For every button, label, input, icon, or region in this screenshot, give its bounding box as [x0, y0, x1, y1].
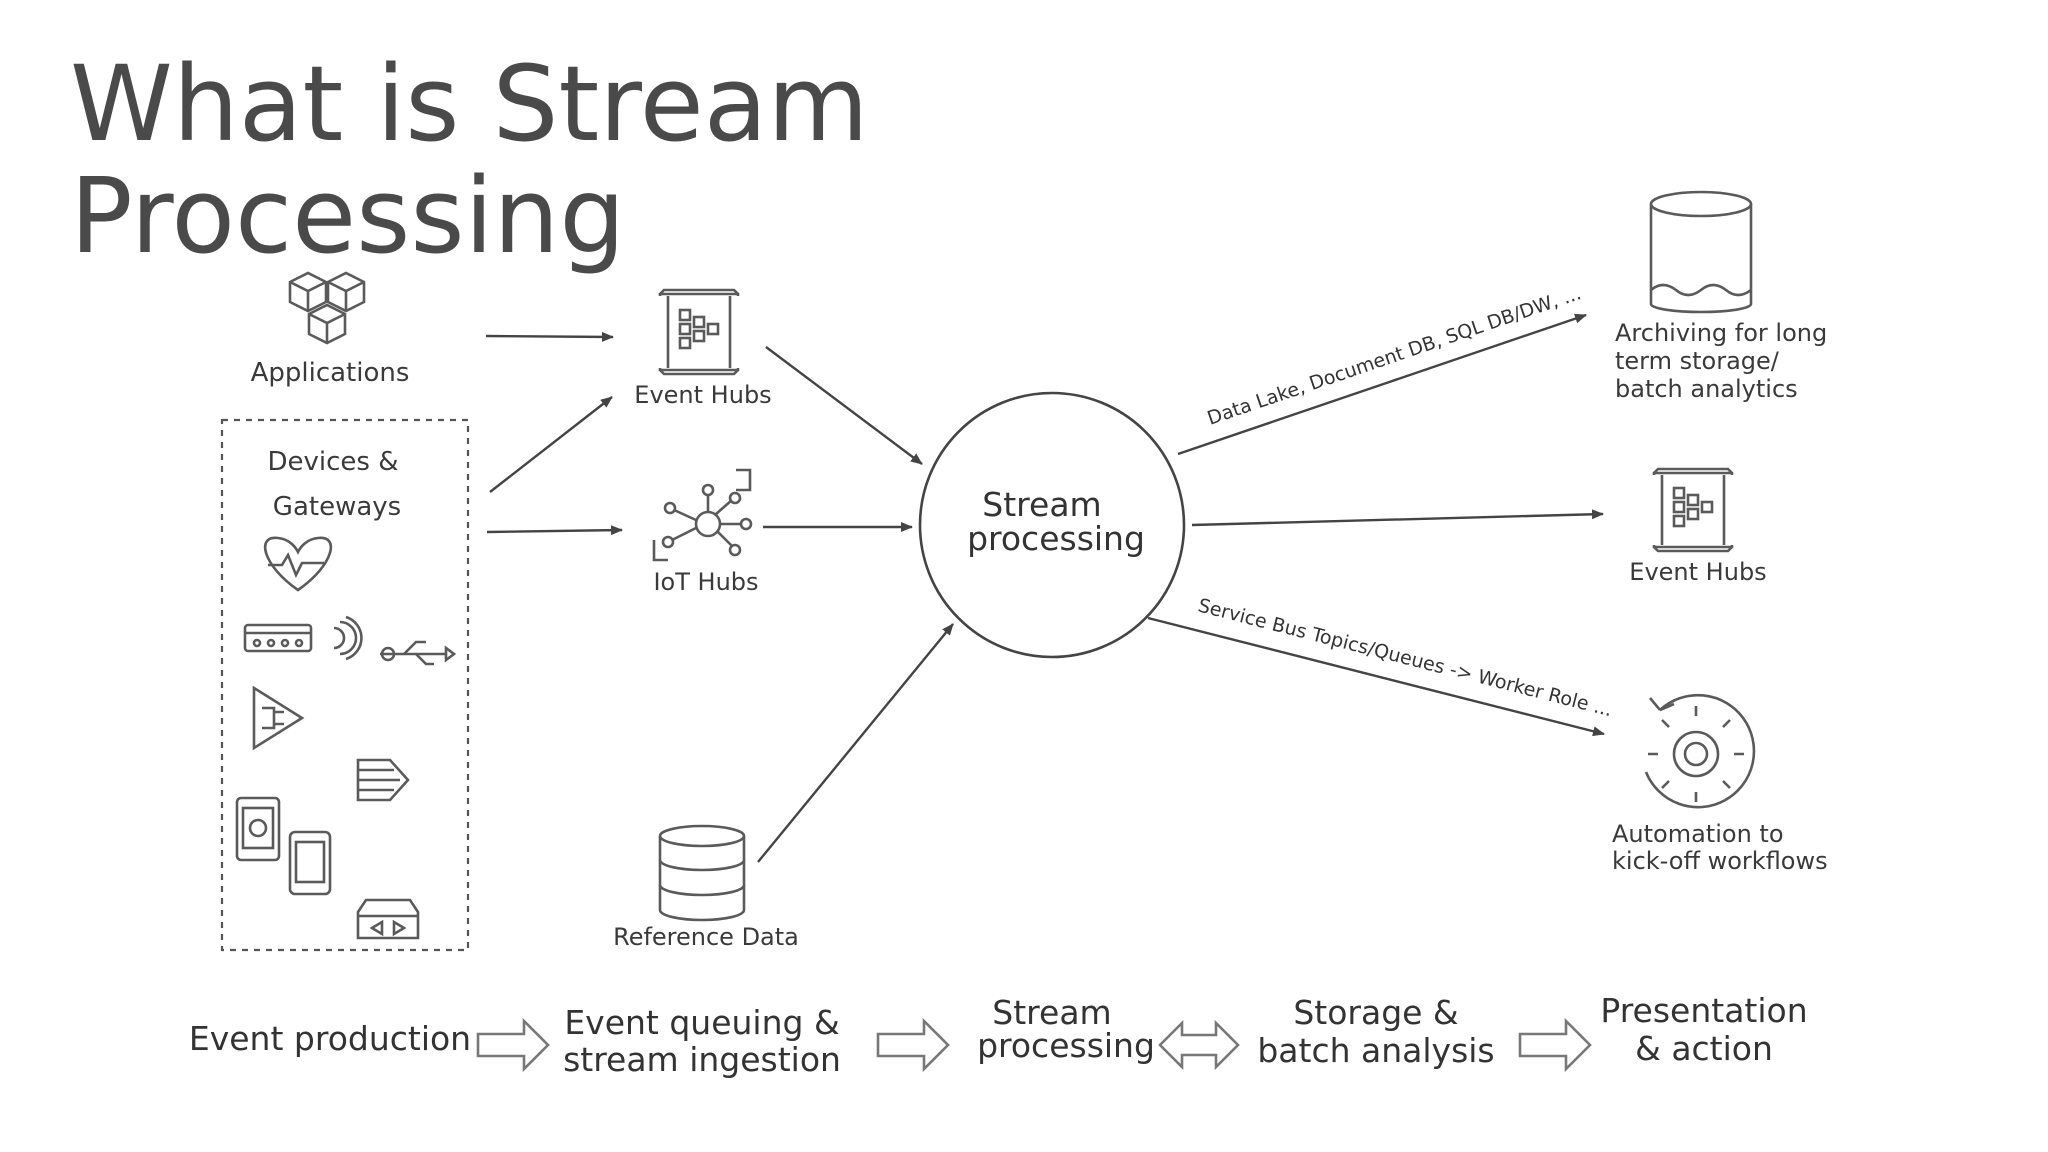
archive-label-line-3: batch analytics	[1615, 375, 1798, 403]
arrow-stream-to-event-hubs	[1191, 509, 1604, 527]
stage-presentation-line-1: Presentation	[1600, 991, 1807, 1030]
stream-processing-node-line-1: Stream	[982, 485, 1101, 524]
storage-bucket-icon	[1649, 190, 1753, 314]
stream-processing-node-line-2: processing	[967, 519, 1145, 558]
phone-icon	[288, 830, 332, 896]
stage-queuing-line-1: Event queuing &	[564, 1003, 839, 1042]
automation-label-line-2: kick-off workflows	[1612, 847, 1828, 875]
event-hubs-output-label: Event Hubs	[1629, 558, 1766, 586]
arrow-right-icon	[876, 1017, 950, 1073]
arrow-right-icon	[1518, 1017, 1592, 1073]
applications-label: Applications	[251, 358, 410, 388]
usb-icon	[380, 640, 457, 666]
stage-storage-line-1: Storage &	[1293, 993, 1458, 1032]
iot-hub-icon	[652, 468, 753, 562]
arrow-event-hubs-to-stream	[765, 346, 923, 465]
stage-storage-line-2: batch analysis	[1257, 1031, 1494, 1070]
devices-label-line-1: Devices &	[267, 447, 398, 477]
stage-processing-line-1: Stream	[992, 993, 1111, 1032]
page-title-line-1: What is Stream	[70, 43, 869, 165]
iot-hubs-label: IoT Hubs	[653, 568, 758, 596]
wireless-signal-icon	[333, 615, 363, 661]
stage-presentation-line-2: & action	[1635, 1029, 1773, 1068]
arrow-both-icon	[1158, 1019, 1240, 1071]
stage-processing-line-2: processing	[977, 1026, 1155, 1065]
arrow-applications-to-event-hubs	[485, 331, 614, 342]
page-title: What is Stream Processing	[70, 48, 869, 272]
event-hubs-icon	[658, 288, 740, 376]
edge-label-to-archive: Data Lake, Document DB, SQL DB/DW, ...	[1205, 282, 1584, 430]
automation-label-line-1: Automation to	[1612, 820, 1784, 848]
edge-label-to-automation: Service Bus Topics/Queues -> Worker Role…	[1196, 595, 1615, 722]
reference-data-label: Reference Data	[613, 923, 799, 951]
event-hubs-ingest-label: Event Hubs	[634, 381, 771, 409]
cubes-icon	[288, 271, 366, 345]
page-title-line-2: Processing	[70, 155, 626, 277]
arrow-stream-to-archive	[1177, 313, 1587, 456]
stack-arrow-icon	[356, 758, 410, 802]
archive-label-line-1: Archiving for long	[1615, 319, 1827, 347]
heart-monitor-icon	[263, 536, 333, 592]
devices-label-line-2: Gateways	[273, 492, 401, 522]
database-icon	[658, 824, 746, 922]
gateway-box-icon	[356, 898, 420, 940]
archive-label-line-2: term storage/	[1615, 347, 1780, 375]
plug-icon	[252, 685, 305, 751]
gear-cycle-icon	[1644, 693, 1756, 809]
arrow-stream-to-automation	[1147, 616, 1605, 737]
event-hubs-output-icon	[1652, 467, 1734, 553]
devices-group-box	[220, 418, 470, 952]
arrow-devices-to-event-hubs	[489, 396, 613, 493]
arrow-right-icon	[476, 1017, 550, 1073]
stage-queuing-line-2: stream ingestion	[563, 1040, 841, 1079]
router-icon	[243, 623, 313, 653]
stream-processing-node	[918, 391, 1186, 659]
arrow-reference-to-stream	[757, 623, 954, 863]
arrow-devices-to-iot-hubs	[486, 525, 623, 536]
stage-event-production: Event production	[189, 1019, 471, 1058]
tablet-icon	[235, 796, 281, 862]
